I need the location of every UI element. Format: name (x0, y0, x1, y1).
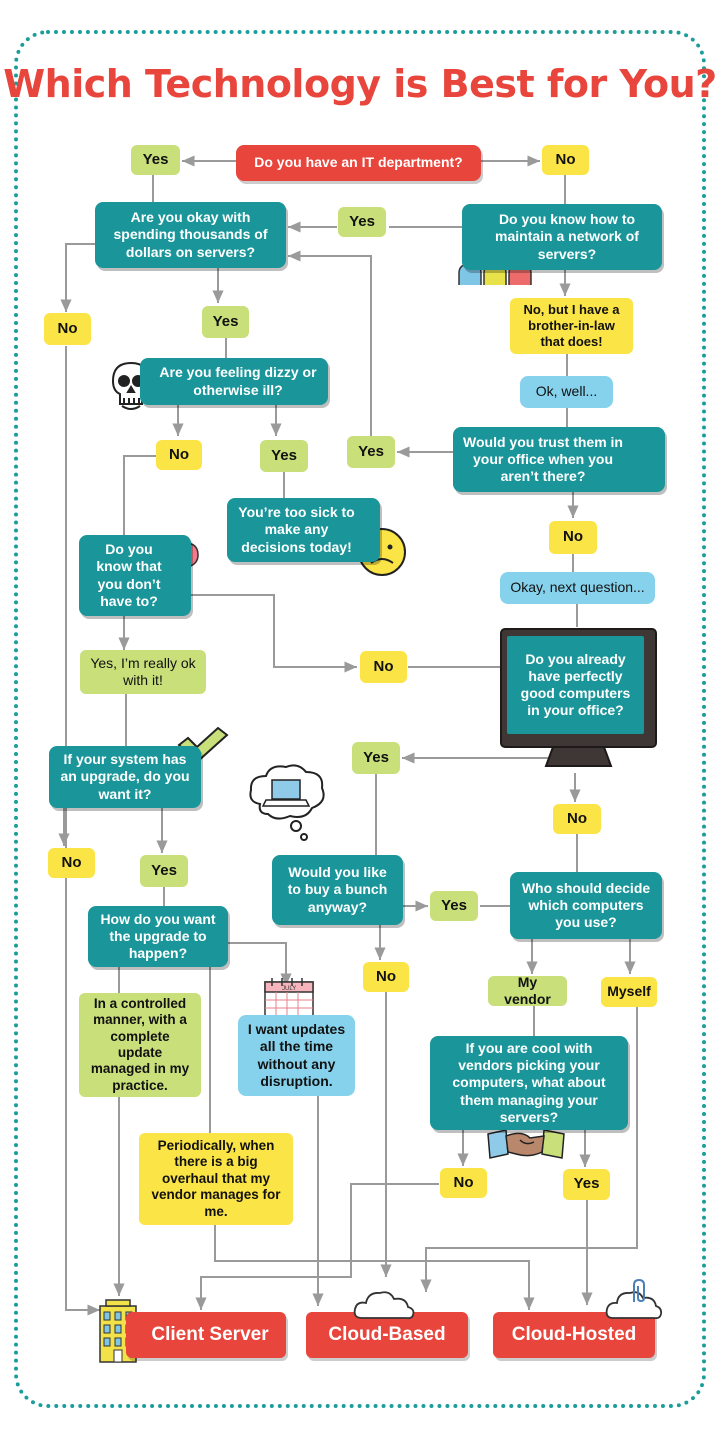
c-next-question: Okay, next question... (500, 572, 655, 604)
cloud-icon (353, 1291, 415, 1320)
a-spend-yes: Yes (202, 306, 249, 338)
c-ok-well: Ok, well... (520, 376, 613, 408)
page-title: Which Technology is Best for You? (3, 62, 717, 106)
q-upgrade: If your system has an upgrade, do you wa… (49, 746, 201, 808)
q-buy-bunch: Would you like to buy a bunch anyway? (272, 855, 403, 925)
a-computers-no: No (553, 804, 601, 834)
handshake-icon (487, 1129, 565, 1159)
q-good-computers: Do you already have perfectly good compu… (507, 636, 644, 734)
o-cloud-based: Cloud-Based (306, 1312, 468, 1358)
a-it-yes: Yes (131, 145, 180, 175)
calendar-month: JULY (282, 986, 296, 992)
calendar-icon: JULY (264, 978, 314, 1021)
a-trust-no: No (549, 521, 597, 554)
a-it-no: No (542, 145, 589, 175)
a-upgrade-no: No (48, 848, 95, 878)
q-trust-them: Would you trust them in your office when… (453, 427, 665, 492)
a-really-ok: Yes, I’m really ok with it! (80, 650, 206, 694)
a-dizzy-yes: Yes (260, 440, 308, 472)
a-servers-yes: Yes (563, 1169, 610, 1200)
a-servers-no: No (440, 1168, 487, 1198)
a-periodically: Periodically, when there is a big overha… (139, 1133, 293, 1225)
o-client-server: Client Server (126, 1312, 286, 1358)
a-dizzy-no: No (156, 440, 202, 470)
q-vendor-servers: If you are cool with vendors picking you… (430, 1036, 628, 1130)
o-cloud-hosted: Cloud-Hosted (493, 1312, 655, 1358)
q-maintain-network: Do you know how to maintain a network of… (462, 204, 662, 270)
a-upgrade-yes: Yes (140, 855, 188, 887)
q-know-dont-have-to: Do you know that you don’t have to? (79, 535, 191, 616)
a-buy-yes: Yes (430, 891, 478, 921)
a-know-no: No (360, 651, 407, 683)
r-too-sick: You’re too sick to make any decisions to… (227, 498, 380, 562)
a-buy-no: No (363, 962, 409, 992)
a-trust-yes: Yes (347, 436, 395, 468)
a-controlled: In a controlled manner, with a complete … (79, 993, 201, 1097)
a-myself: Myself (601, 977, 657, 1007)
dotted-frame (14, 30, 706, 1408)
q-upgrade-how: How do you want the upgrade to happen? (88, 906, 228, 967)
a-my-vendor: My vendor (488, 974, 567, 1007)
q-feeling-dizzy: Are you feeling dizzy or otherwise ill? (140, 358, 328, 405)
a-computers-yes: Yes (352, 742, 400, 774)
a-brother-in-law: No, but I have a brother-in-law that doe… (510, 298, 633, 354)
a-spend-no: No (44, 313, 91, 345)
q-spend-servers: Are you okay with spending thousands of … (95, 202, 286, 268)
thought-cloud-laptop-icon (249, 764, 325, 841)
a-maintain-yes: Yes (338, 207, 386, 237)
q-who-decide: Who should decide which computers you us… (510, 872, 662, 939)
a-updates-all-time: I want updates all the time without any … (238, 1015, 355, 1096)
q-it-department: Do you have an IT department? (236, 145, 481, 181)
paperclip-icon (633, 1278, 645, 1303)
